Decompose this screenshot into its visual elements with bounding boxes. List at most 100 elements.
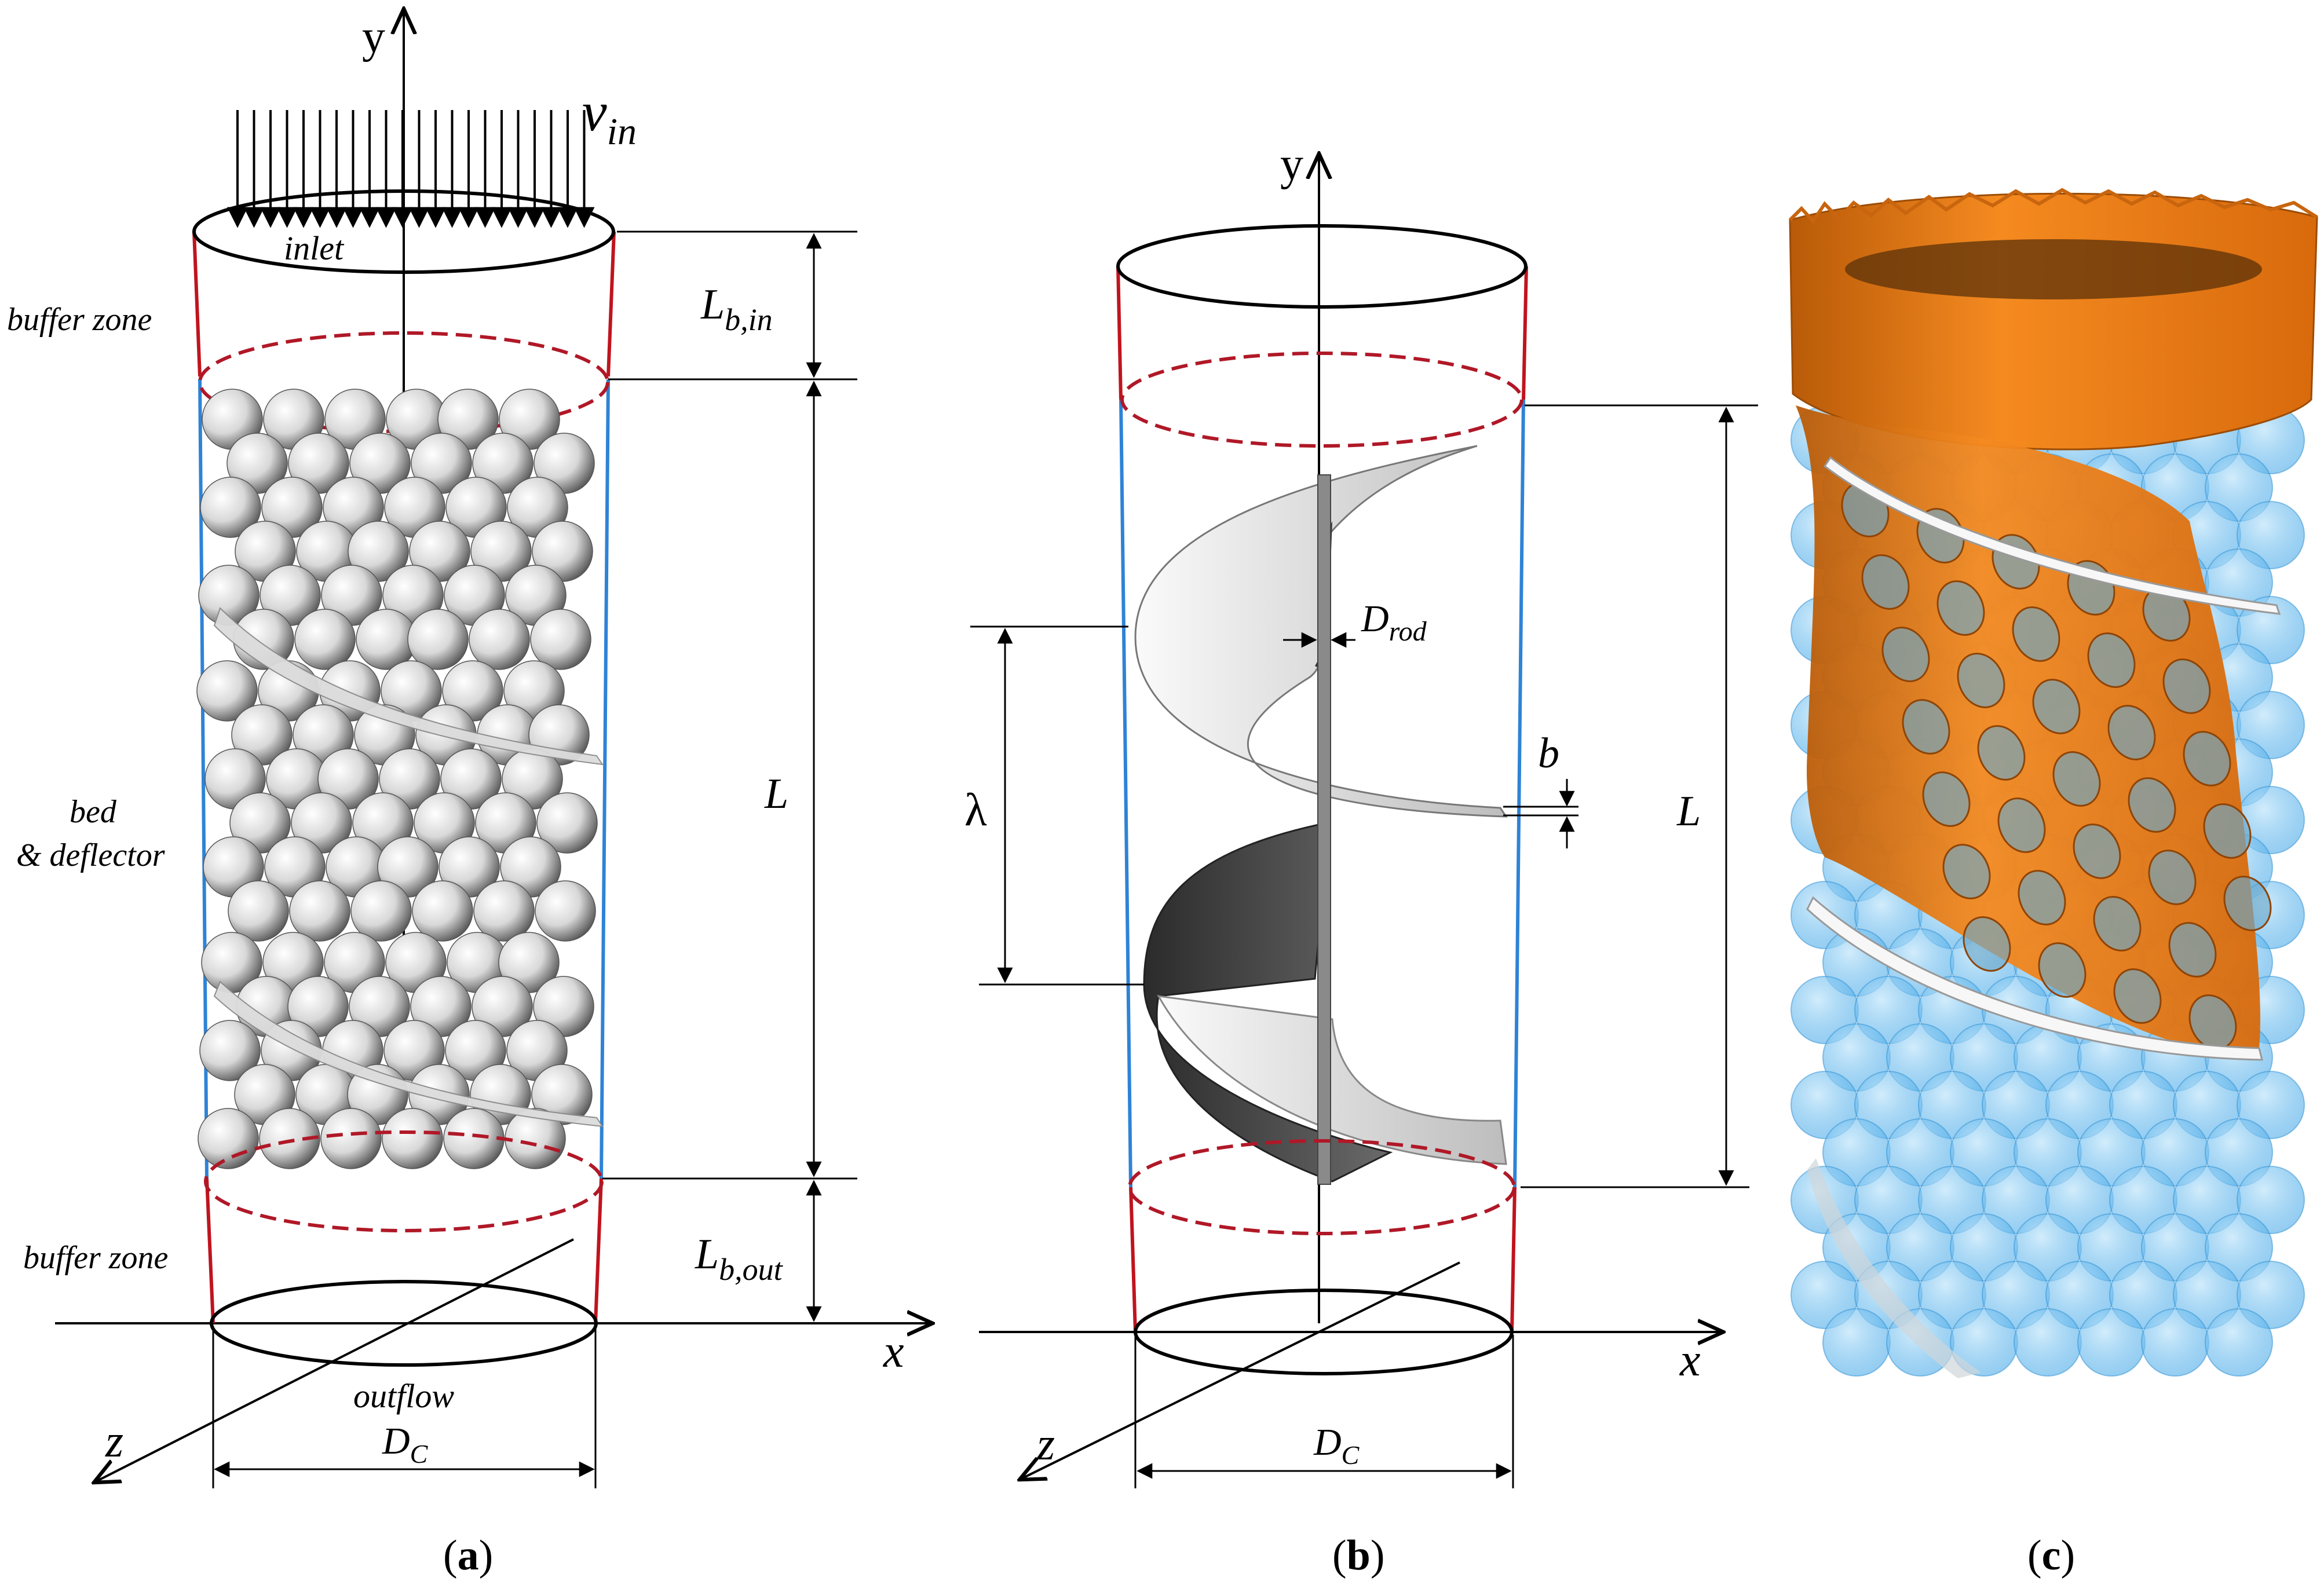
b-caption: (b) — [1332, 1532, 1384, 1579]
panel-b: y x z λ Drod — [964, 139, 1758, 1579]
a-wall-right-blue — [600, 379, 610, 1179]
b-drod-label: Drod — [1361, 598, 1427, 647]
a-caption: (a) — [443, 1532, 493, 1579]
b-wall-right-bottom-red — [1510, 1187, 1517, 1333]
translucent-sphere — [2077, 1308, 2146, 1377]
flow-hole — [1881, 627, 1930, 682]
flow-hole — [2107, 705, 2156, 760]
flow-hole — [2018, 870, 2066, 925]
flow-hole — [2073, 824, 2121, 879]
panel-a: y x z inlet vin outflow buffer zone — [7, 9, 933, 1579]
flow-hole — [1861, 554, 1910, 610]
flow-hole — [2128, 777, 2176, 833]
b-wall-right-blue — [1513, 399, 1525, 1188]
bed-sphere — [535, 880, 596, 942]
b-wall-left-top-red — [1116, 266, 1123, 400]
a-x-label: x — [883, 1326, 904, 1377]
translucent-sphere — [2205, 1308, 2273, 1377]
flow-hole — [2087, 632, 2136, 688]
flow-hole — [2038, 942, 2087, 998]
b-dc-label: DC — [1313, 1421, 1360, 1470]
flow-hole — [2032, 679, 2081, 734]
b-wall-left-blue — [1119, 399, 1132, 1188]
translucent-sphere — [2237, 1261, 2305, 1329]
bed-sphere — [407, 609, 469, 670]
a-lb-out-label: Lb,out — [695, 1231, 784, 1287]
flow-hole — [1922, 771, 1971, 827]
bed-sphere — [443, 1108, 505, 1169]
flow-hole — [1936, 580, 1985, 636]
b-z-axis — [1020, 1261, 1460, 1480]
c-helix-strip-upper — [1823, 456, 2281, 615]
b-lambda-label: λ — [964, 785, 987, 836]
flow-hole — [1997, 797, 2046, 853]
b-central-rod — [1317, 474, 1331, 1185]
b-z-label: z — [1036, 1419, 1055, 1470]
a-l-label: L — [764, 770, 788, 818]
translucent-sphere — [2237, 596, 2305, 664]
flow-hole — [2168, 922, 2217, 978]
b-bed-bottom-dashed-ellipse — [1128, 1139, 1516, 1235]
flow-hole — [2203, 803, 2252, 859]
b-wall-left-bottom-red — [1129, 1187, 1137, 1333]
c-orange-flow-body — [1796, 405, 2260, 1054]
a-bed-label-line1: bed — [70, 794, 117, 830]
a-deflector-strip-upper — [213, 607, 604, 766]
a-wall-left-top-red — [192, 231, 202, 377]
a-z-label: z — [105, 1416, 123, 1467]
c-flow-holes — [1841, 482, 2272, 1050]
translucent-sphere — [2237, 691, 2305, 759]
c-collar-jagged-rim — [1788, 188, 2318, 224]
translucent-sphere — [2141, 1308, 2209, 1377]
b-helical-deflector — [1134, 445, 1508, 1185]
c-orange-inlet-collar — [1789, 192, 2318, 451]
b-bed-top-dashed-ellipse — [1120, 352, 1523, 448]
c-caption: (c) — [2027, 1532, 2075, 1579]
c-collar-opening — [1845, 239, 2262, 299]
bed-sphere — [200, 477, 261, 538]
bed-sphere — [412, 880, 473, 942]
a-buffer-zone-top-label: buffer zone — [7, 302, 152, 338]
a-vin-label: vin — [582, 80, 637, 153]
a-buffer-zone-bottom-label: buffer zone — [23, 1240, 168, 1276]
a-wall-right-top-red — [606, 231, 616, 377]
a-outflow-label: outflow — [353, 1377, 454, 1415]
panel-c: (c) — [1788, 188, 2318, 1579]
translucent-sphere — [2237, 1166, 2305, 1234]
bed-sphere — [199, 1020, 261, 1081]
bed-sphere — [350, 880, 412, 942]
bed-sphere — [473, 880, 535, 942]
a-dc-label: DC — [382, 1420, 429, 1469]
bed-sphere — [382, 1108, 443, 1169]
flow-hole — [2223, 876, 2272, 931]
bed-sphere — [294, 609, 356, 670]
translucent-sphere — [2205, 453, 2273, 522]
bed-sphere — [196, 660, 258, 722]
bed-sphere — [320, 1108, 382, 1169]
a-wall-left-bottom-red — [205, 1178, 215, 1324]
translucent-sphere — [2205, 1213, 2273, 1282]
a-packed-bed-spheres — [196, 389, 598, 1169]
a-outflow-ellipse — [210, 1280, 598, 1367]
bed-sphere — [198, 1108, 259, 1169]
bed-sphere — [228, 880, 289, 942]
b-top-ellipse — [1116, 224, 1528, 309]
bed-sphere — [289, 880, 350, 942]
b-wall-right-top-red — [1522, 266, 1528, 400]
flow-hole — [1942, 844, 1991, 899]
translucent-sphere — [2237, 501, 2305, 569]
b-y-label: y — [1280, 139, 1303, 190]
a-bed-label-line2: & deflector — [16, 837, 165, 873]
flow-hole — [2183, 731, 2231, 786]
a-deflector-strip-lower — [213, 980, 604, 1128]
c-helix-strip-lower — [1806, 896, 2263, 1061]
flow-hole — [2012, 606, 2060, 662]
a-wall-right-bottom-red — [594, 1178, 603, 1324]
flow-hole — [2113, 968, 2162, 1024]
bed-sphere — [530, 609, 591, 670]
b-x-label: x — [1679, 1335, 1701, 1386]
flow-hole — [2093, 896, 2142, 951]
a-y-label: y — [362, 12, 385, 63]
a-lb-in-label: Lb,in — [700, 281, 773, 337]
translucent-sphere — [2014, 1308, 2082, 1377]
